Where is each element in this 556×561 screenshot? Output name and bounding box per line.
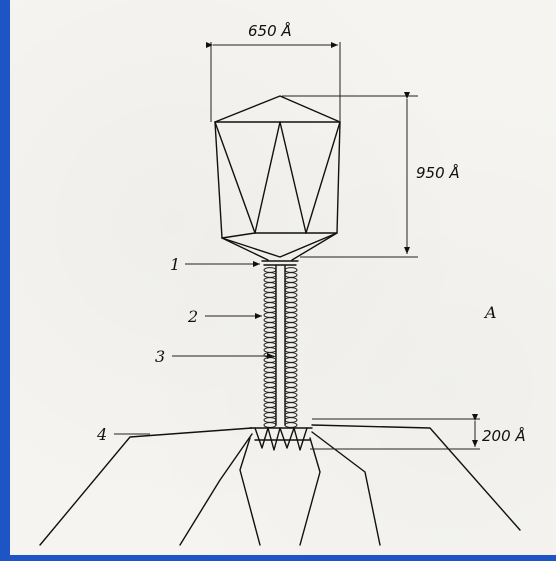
phage-head <box>214 95 341 261</box>
sheath-ring-left <box>263 417 277 423</box>
sheath-ring-left <box>263 377 277 383</box>
leader-fibers: 4 <box>96 425 150 444</box>
sheath-ring-right <box>284 342 298 348</box>
sheath-ring-left <box>263 412 277 418</box>
sheath-ring-right <box>284 347 298 353</box>
sheath-ring-left <box>263 407 277 413</box>
sheath-ring-left <box>263 307 277 313</box>
sheath-ring-right <box>284 267 298 273</box>
sheath-ring-right <box>284 337 298 343</box>
sheath-ring-left <box>263 397 277 403</box>
sheath-ring-left <box>263 392 277 398</box>
sheath-ring-right <box>284 307 298 313</box>
sheath-ring-right <box>284 382 298 388</box>
label-sheath: 2 <box>187 307 198 326</box>
label-core: 3 <box>155 347 165 366</box>
leader-sheath: 2 <box>187 307 262 326</box>
sheath-ring-left <box>263 402 277 408</box>
dimension-baseplate: 200 Å <box>310 414 526 450</box>
baseplate-height-label: 200 Å <box>482 426 526 445</box>
dimension-head-width: 650 Å <box>206 21 341 122</box>
sheath-ring-left <box>263 267 277 273</box>
sheath-ring-right <box>284 372 298 378</box>
dimension-head-height: 950 Å <box>282 92 460 258</box>
sheath-ring-right <box>284 312 298 318</box>
sheath-ring-right <box>284 362 298 368</box>
sheath-ring-right <box>284 387 298 393</box>
sheath-ring-right <box>284 377 298 383</box>
sheath-ring-right <box>284 412 298 418</box>
sheath-ring-right <box>284 352 298 358</box>
sheath-ring-left <box>263 312 277 318</box>
sheath-ring-left <box>263 322 277 328</box>
sheath-ring-left <box>263 357 277 363</box>
sheath-ring-left <box>263 347 277 353</box>
sheath-ring-left <box>263 352 277 358</box>
sheath-ring-left <box>263 302 277 308</box>
sheath-ring-right <box>284 292 298 298</box>
sheath-ring-right <box>284 367 298 373</box>
sheath-ring-right <box>284 297 298 303</box>
sheath-ring-left <box>263 342 277 348</box>
sheath-ring-left <box>263 327 277 333</box>
label-fibers: 4 <box>96 425 107 444</box>
sheath-ring-right <box>284 407 298 413</box>
sheath-ring-left <box>263 292 277 298</box>
leader-collar: 1 <box>170 255 260 274</box>
sheath-ring-left <box>263 272 277 278</box>
sheath-ring-right <box>284 417 298 423</box>
sheath-ring-right <box>284 302 298 308</box>
sheath-ring-right <box>284 287 298 293</box>
tail-fibers <box>39 424 521 546</box>
sheath-ring-right <box>284 402 298 408</box>
sheath-ring-right <box>284 322 298 328</box>
head-width-label: 650 Å <box>248 21 292 40</box>
sheath-ring-right <box>284 272 298 278</box>
sheath-ring-left <box>263 287 277 293</box>
sheath-ring-left <box>263 362 277 368</box>
head-height-label: 950 Å <box>416 163 460 182</box>
sheath-ring-right <box>284 332 298 338</box>
figure-letter: A <box>483 303 497 322</box>
sheath-ring-left <box>263 317 277 323</box>
sheath-ring-left <box>263 282 277 288</box>
tail-sheath <box>263 267 298 428</box>
phage-collar <box>261 260 299 266</box>
sheath-ring-right <box>284 392 298 398</box>
sheath-ring-left <box>263 387 277 393</box>
sheath-ring-right <box>284 422 298 428</box>
sheath-ring-left <box>263 422 277 428</box>
sheath-ring-right <box>284 397 298 403</box>
sheath-ring-left <box>263 332 277 338</box>
sheath-ring-left <box>263 372 277 378</box>
sheath-ring-left <box>263 382 277 388</box>
sheath-ring-right <box>284 277 298 283</box>
sheath-ring-right <box>284 317 298 323</box>
sheath-ring-left <box>263 297 277 303</box>
sheath-ring-left <box>263 277 277 283</box>
sheath-ring-left <box>263 337 277 343</box>
sheath-ring-right <box>284 357 298 363</box>
figure-panel <box>10 0 556 555</box>
label-collar: 1 <box>170 255 180 274</box>
baseplate <box>249 427 313 451</box>
sheath-ring-right <box>284 327 298 333</box>
sheath-ring-left <box>263 367 277 373</box>
sheath-ring-right <box>284 282 298 288</box>
tail-core <box>275 265 286 426</box>
leader-core: 3 <box>155 347 274 366</box>
